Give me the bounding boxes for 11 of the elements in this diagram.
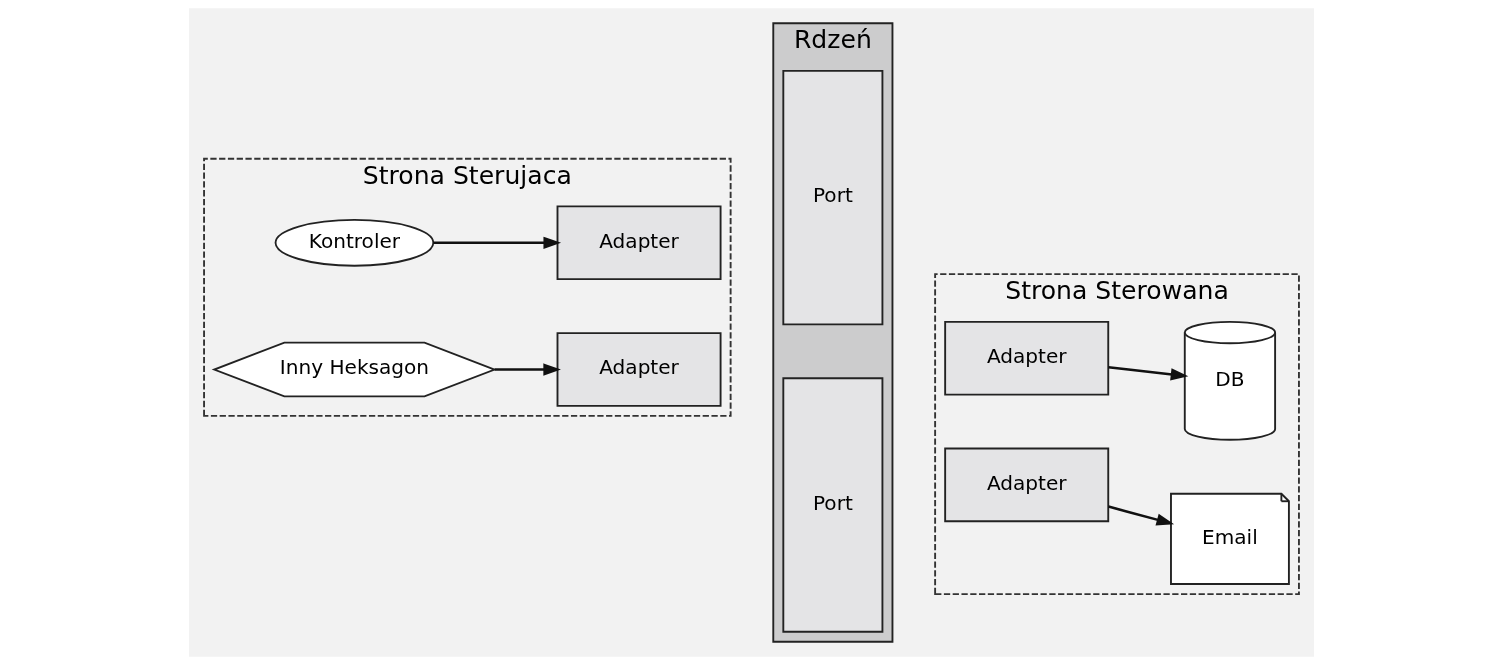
arrow — [494, 363, 561, 376]
node-box: Adapter — [556, 332, 722, 407]
node-box: Port — [782, 70, 884, 326]
node-box: Port — [782, 377, 884, 633]
node-box: Adapter — [556, 205, 722, 281]
arrow — [1108, 505, 1175, 526]
node-ellipse: Kontroler — [274, 218, 435, 267]
arrow — [1108, 366, 1189, 381]
node-box: Adapter — [944, 320, 1110, 396]
arrow — [433, 236, 562, 249]
node-box: Adapter — [944, 447, 1110, 523]
